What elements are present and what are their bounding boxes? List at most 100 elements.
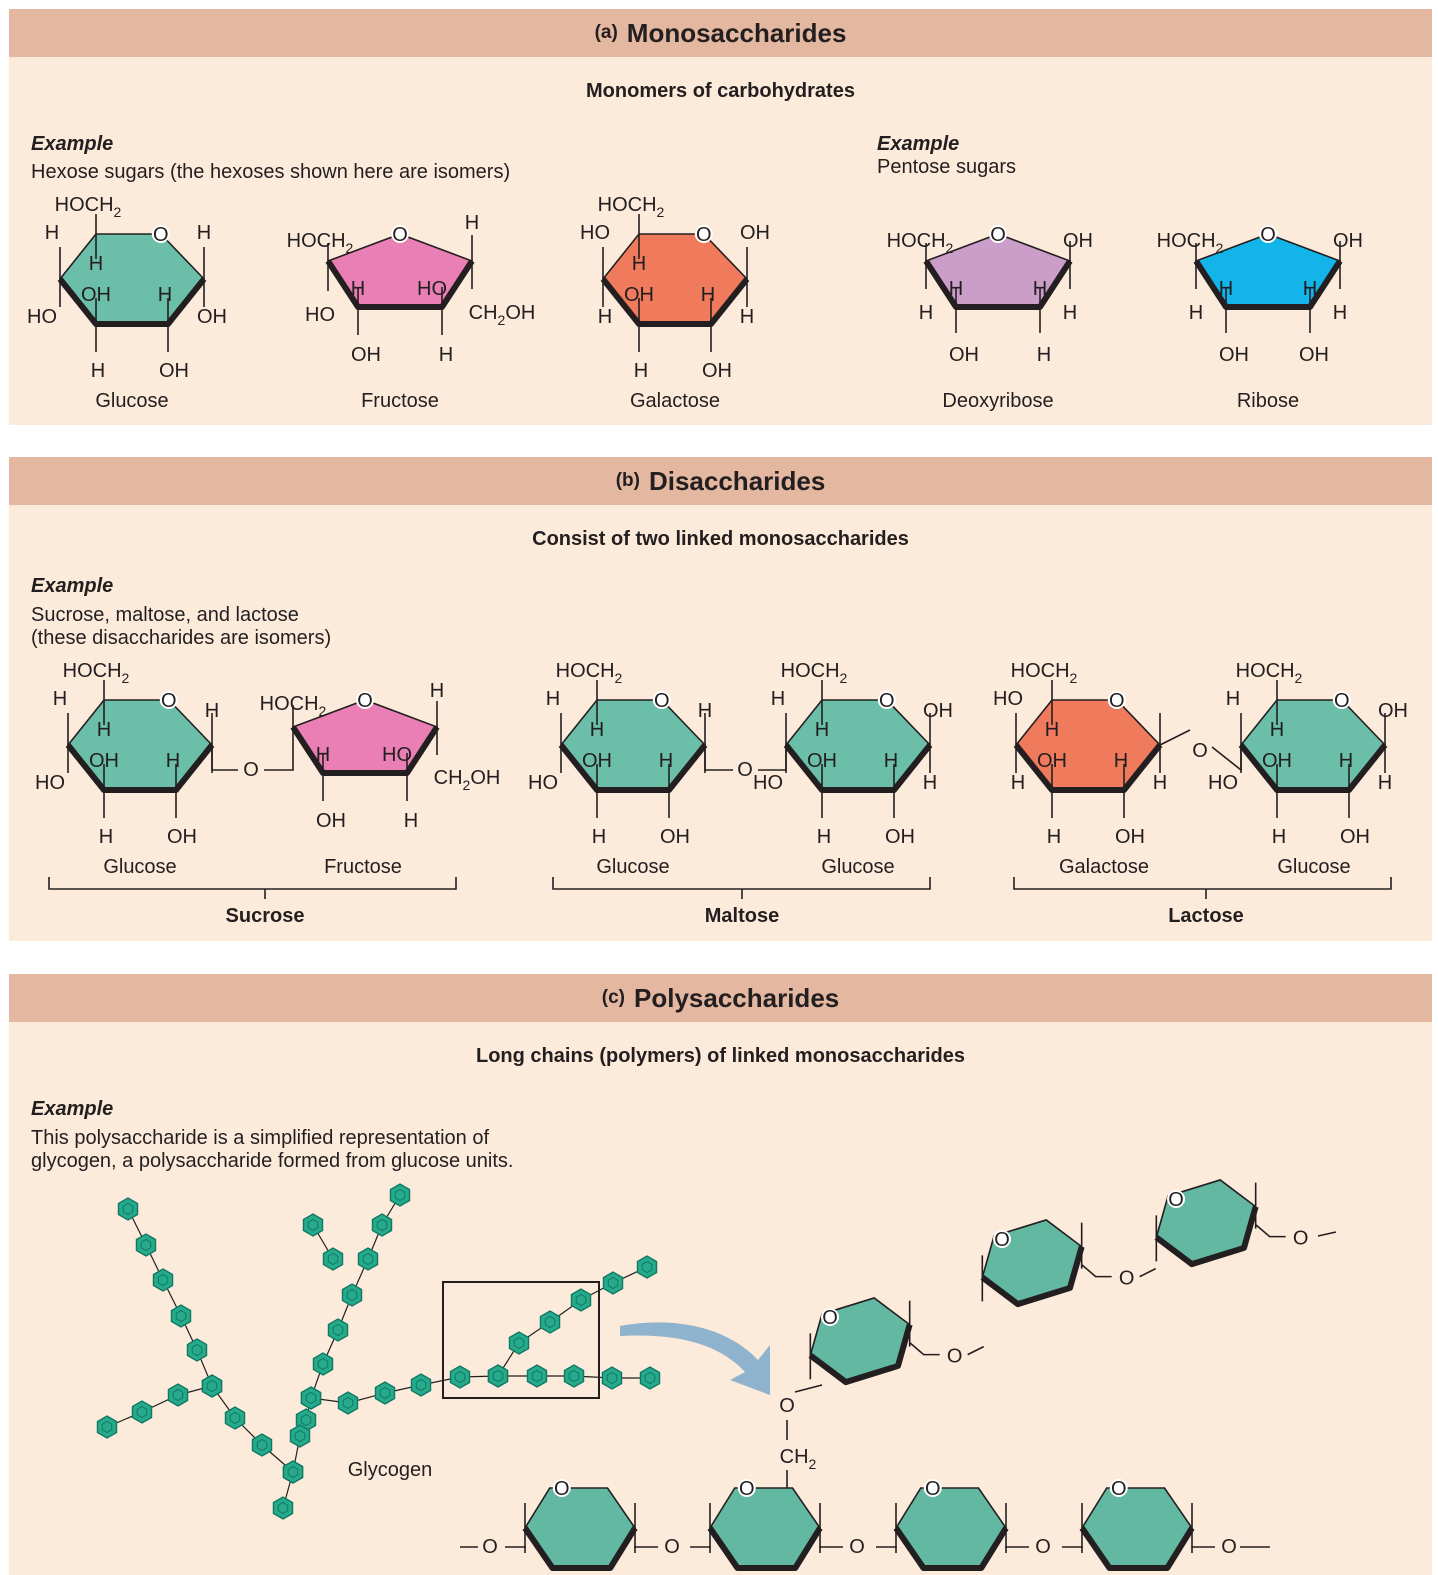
glycosidic-bond [876,1546,897,1548]
h-label: H [1272,826,1286,848]
h-label: H [205,700,219,722]
glucose-ring-front-edge [57,277,207,327]
maltose-part-label: Glucose [596,856,669,878]
glucose-unit-inner [644,1371,656,1385]
glucose-unit [337,1391,359,1415]
panel-polysaccharides: (c) Polysaccharides Long chains (polymer… [9,974,1432,1575]
ho-label: HO [35,772,65,794]
disaccharide-example-label: Example [31,575,114,597]
panel-c-subtitle: Long chains (polymers) of linked monosac… [476,1045,965,1067]
hoch2-label: HOCH2 [887,230,954,256]
polysaccharide-example-line2: glycogen, a polysaccharide formed from g… [31,1150,514,1172]
h-label: H [1153,772,1167,794]
linking-oxygen-label: O [779,1395,795,1417]
glucose-unit-inner [175,1309,187,1323]
glucose-unit [135,1233,157,1257]
panel-b-letter: (b) [615,470,640,491]
oh-label: OH [702,360,732,382]
linking-oxygen-label: O [664,1536,680,1558]
fructose-ring-front-edge [325,259,475,310]
h-label: H [1189,302,1203,324]
glucose-unit [201,1374,223,1398]
ring-oxygen [989,225,1007,243]
panel-a-title: Monosaccharides [626,17,847,48]
h-label: H [701,284,715,306]
ring-oxygen-label: O [879,690,895,712]
galactose-label: Galactose [630,390,720,412]
ring-oxygen [993,1230,1012,1249]
glucose-unit-inner [346,1288,358,1302]
glucose-unit [152,1268,174,1292]
glycosidic-bond [1255,1224,1286,1238]
oh-label: OH [807,750,837,772]
glycosidic-bond [1081,1264,1112,1278]
panel-b-subtitle: Consist of two linked monosaccharides [532,528,909,550]
glucose-unit-inner [206,1379,218,1393]
glucose-unit [117,1197,139,1221]
linking-oxygen-label: O [1192,740,1208,762]
linking-oxygen-label: O [243,759,259,781]
h-label: H [590,719,604,741]
linking-oxygen-label: O [737,759,753,781]
h-label: H [91,360,105,382]
glucose-unit-inner [575,1293,587,1307]
panel-a-header: (a) Monosaccharides [9,9,1432,57]
ring-oxygen-label: O [392,224,408,246]
h-label: H [884,750,898,772]
glucose-unit [170,1304,192,1328]
panel-a-letter: (a) [594,22,618,43]
glucose-unit [312,1352,334,1376]
glucose-unit-inner [415,1378,427,1392]
glucose-unit-inner [568,1369,580,1383]
oh-label: OH [582,750,612,772]
glycosidic-bond [1139,1267,1157,1278]
linking-oxygen-label: O [849,1536,865,1558]
h-label: H [1378,772,1392,794]
glucose-unit [563,1364,585,1388]
oh-label: OH [1219,344,1249,366]
h-label: H [923,772,937,794]
ring-oxygen-label: O [1260,224,1276,246]
h-label: H [659,750,673,772]
sucrose-label: Sucrose [226,905,305,927]
oh-label: OH [89,750,119,772]
glucose-unit [389,1183,411,1207]
linking-oxygen-label: O [1293,1228,1309,1250]
ho-label: HO [528,772,558,794]
h-label: H [1219,278,1233,300]
glucose-unit-inner [544,1315,556,1329]
ring-oxygen [391,225,409,243]
ho-label: HO [1208,772,1238,794]
ho-label: HO [753,772,783,794]
ho-label: HO [305,304,335,326]
oh-label: OH [351,344,381,366]
chain-glucose-ring-front-edge [893,1526,1009,1571]
glucose-unit [410,1373,432,1397]
glucose-unit-inner [607,1276,619,1290]
glucose-unit-inner [379,1386,391,1400]
sucrose-fructose-ring-front-edge [290,725,440,776]
branch-glucose-ring-front-edge [1154,1205,1259,1268]
panel-a-subtitle: Monomers of carbohydrates [586,80,855,102]
glucose-unit [570,1288,592,1312]
hoch2-label: HOCH2 [55,194,122,220]
oh-label: OH [1378,700,1408,722]
h-label: H [949,278,963,300]
glucose-unit-inner [332,1323,344,1337]
ring-oxygen [1167,1190,1186,1209]
oh-label: OH [660,826,690,848]
lactose-galactose-ring-front-edge [1013,743,1163,793]
glucose-unit-inner [287,1465,299,1479]
disaccharide-example-line2: (these disaccharides are isomers) [31,627,332,649]
maltose-glucose-ring-1-front-edge [558,743,708,793]
ring-oxygen [1332,691,1351,709]
ch2oh-label: CH2OH [434,767,501,793]
branch-glucose-ring-front-edge [808,1323,913,1386]
ring-oxygen-label: O [1111,1478,1127,1500]
glycosidic-bond [1159,729,1191,746]
glucose-unit [186,1338,208,1362]
h-label: H [404,810,418,832]
ring-oxygen [356,691,374,709]
glucose-unit-inner [513,1336,525,1350]
h-label: H [1303,278,1317,300]
